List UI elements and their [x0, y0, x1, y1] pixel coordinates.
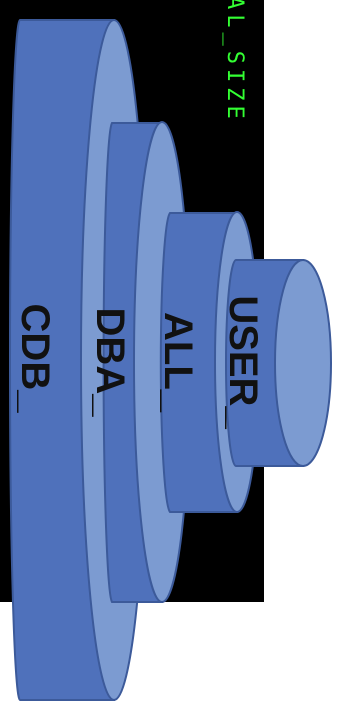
terminal-text: AL_SIZE — [222, 0, 247, 124]
cylinder-user: USER_ — [221, 259, 332, 467]
user-label: USER_ — [221, 295, 265, 429]
all-label: ALL_ — [156, 312, 200, 413]
cdb-label: CDB_ — [13, 304, 57, 414]
dba-label: DBA_ — [88, 308, 132, 418]
